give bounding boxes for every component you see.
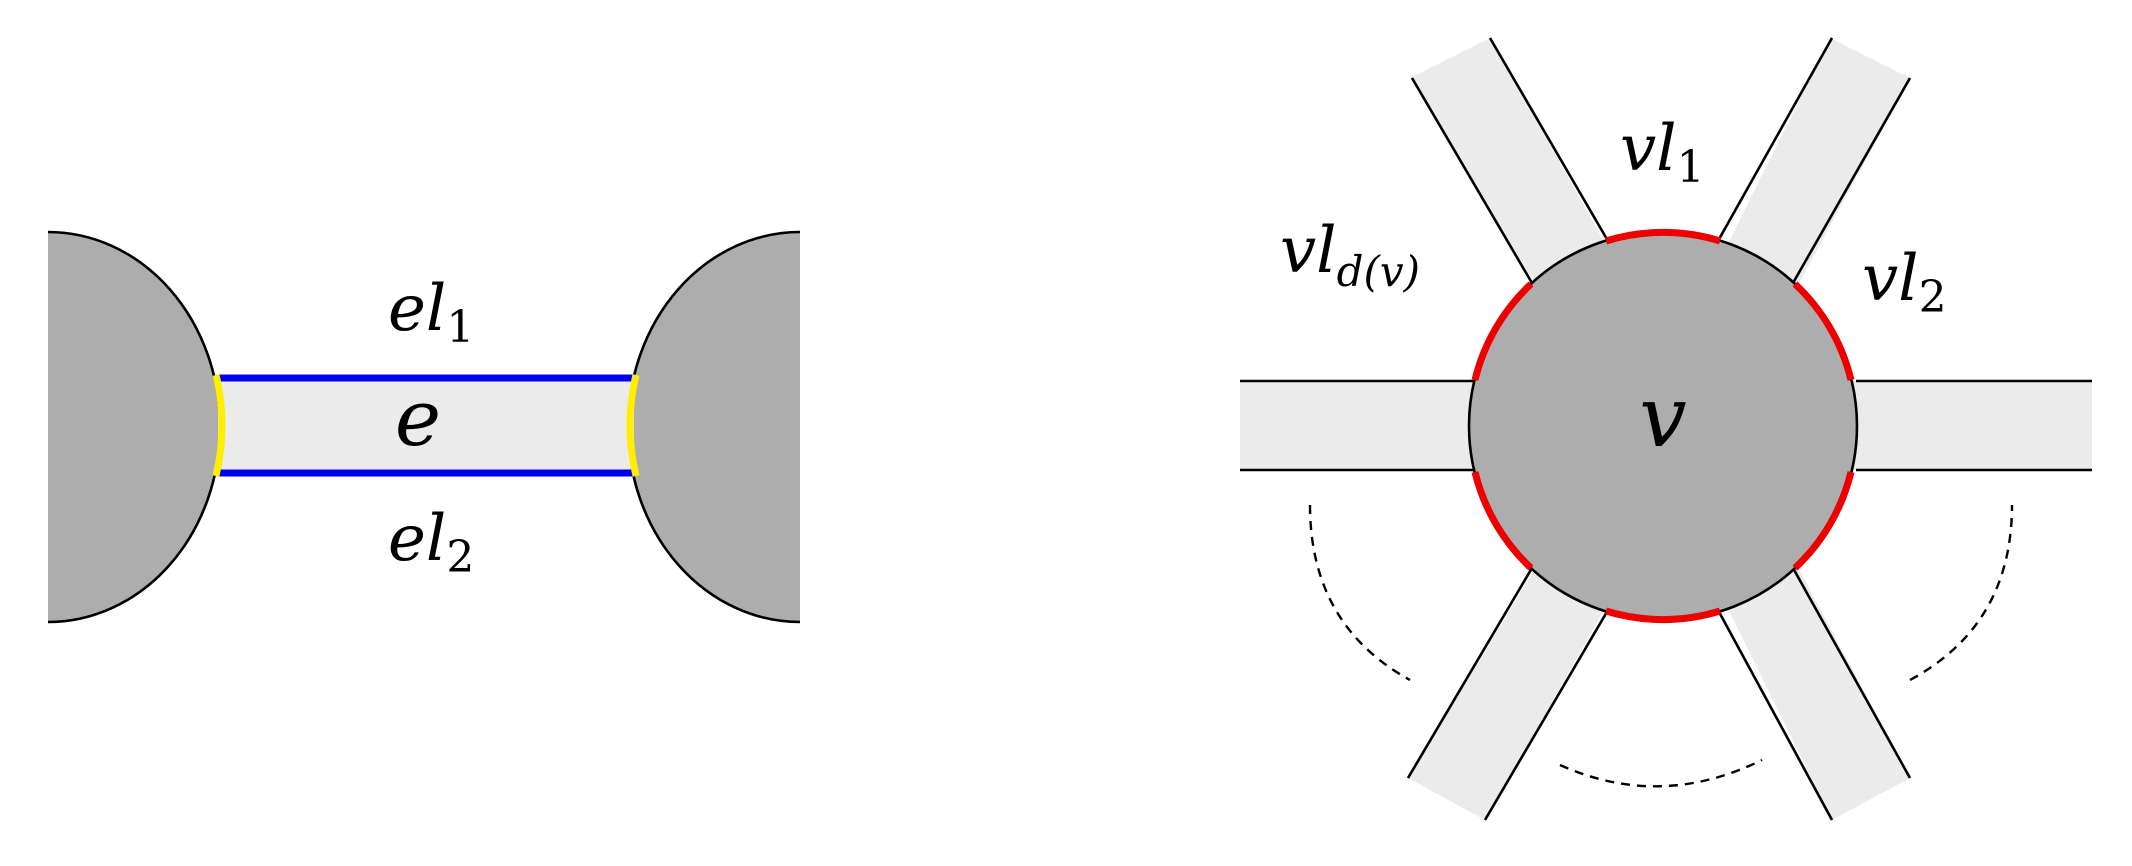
band-lower-left-edge-a [1406, 567, 1534, 779]
dashed-arc-left [1308, 504, 1411, 682]
band-lower-right-edge-a [1716, 609, 1834, 821]
label-vl1-base: vl [1620, 112, 1677, 186]
label-vl-dv: vld(v) [1280, 214, 1420, 296]
vertex-bands [1240, 37, 2092, 821]
label-e: e [395, 374, 441, 464]
band-left [1240, 381, 1480, 470]
label-el1-sub: 1 [446, 302, 474, 353]
label-vl2-sub: 2 [1919, 272, 1947, 323]
band-upper-right [1715, 38, 1910, 300]
band-upper-right-edge-a [1716, 37, 1834, 242]
arc-lower-right [1792, 471, 1855, 571]
edge-end-left [212, 374, 226, 477]
edge-band [218, 378, 634, 473]
label-vl2-base: vl [1862, 242, 1919, 316]
label-vl1: vl1 [1620, 112, 1705, 193]
band-upper-left-edge-a [1410, 77, 1534, 284]
label-el2-base: el [388, 502, 446, 576]
label-el1: el1 [388, 272, 474, 353]
label-el2-sub: 2 [446, 532, 474, 583]
right-vertex-half-disk [628, 232, 800, 622]
band-upper-right-edge-b [1791, 77, 1912, 284]
band-lower-right [1715, 552, 1910, 820]
arc-lower-left [1471, 471, 1534, 571]
label-v: v [1639, 368, 1686, 466]
label-vl1-sub: 1 [1677, 142, 1705, 193]
band-lower-right-edge-b [1791, 567, 1912, 779]
band-upper-left [1410, 38, 1620, 300]
left-vertex-half-disk [48, 232, 220, 622]
arc-top [1604, 228, 1722, 245]
label-vl2: vl2 [1862, 242, 1947, 323]
arc-upper-left [1471, 281, 1534, 381]
dashed-arc-bottom [1559, 758, 1763, 788]
vertex-boundary-arcs [1471, 228, 1855, 624]
edge-diagram: el1 e el2 [47, 230, 801, 624]
label-el1-base: el [388, 272, 446, 346]
label-el2: el2 [388, 502, 474, 583]
band-right [1846, 381, 2092, 470]
ellipsis-arcs [1308, 504, 2014, 788]
band-lower-left [1408, 552, 1620, 820]
band-upper-left-edge-b [1488, 37, 1610, 242]
band-lower-left-edge-b [1483, 609, 1610, 821]
dashed-arc-right [1909, 504, 2014, 682]
arc-bottom [1604, 607, 1722, 624]
label-vl-dv-base: vl [1280, 214, 1337, 288]
edge-end-right [626, 374, 640, 477]
label-vl-dv-sub: d(v) [1337, 247, 1420, 296]
arc-upper-right [1792, 281, 1855, 381]
vertex-diagram: v vl1 vl2 vld(v) [1240, 37, 2092, 821]
